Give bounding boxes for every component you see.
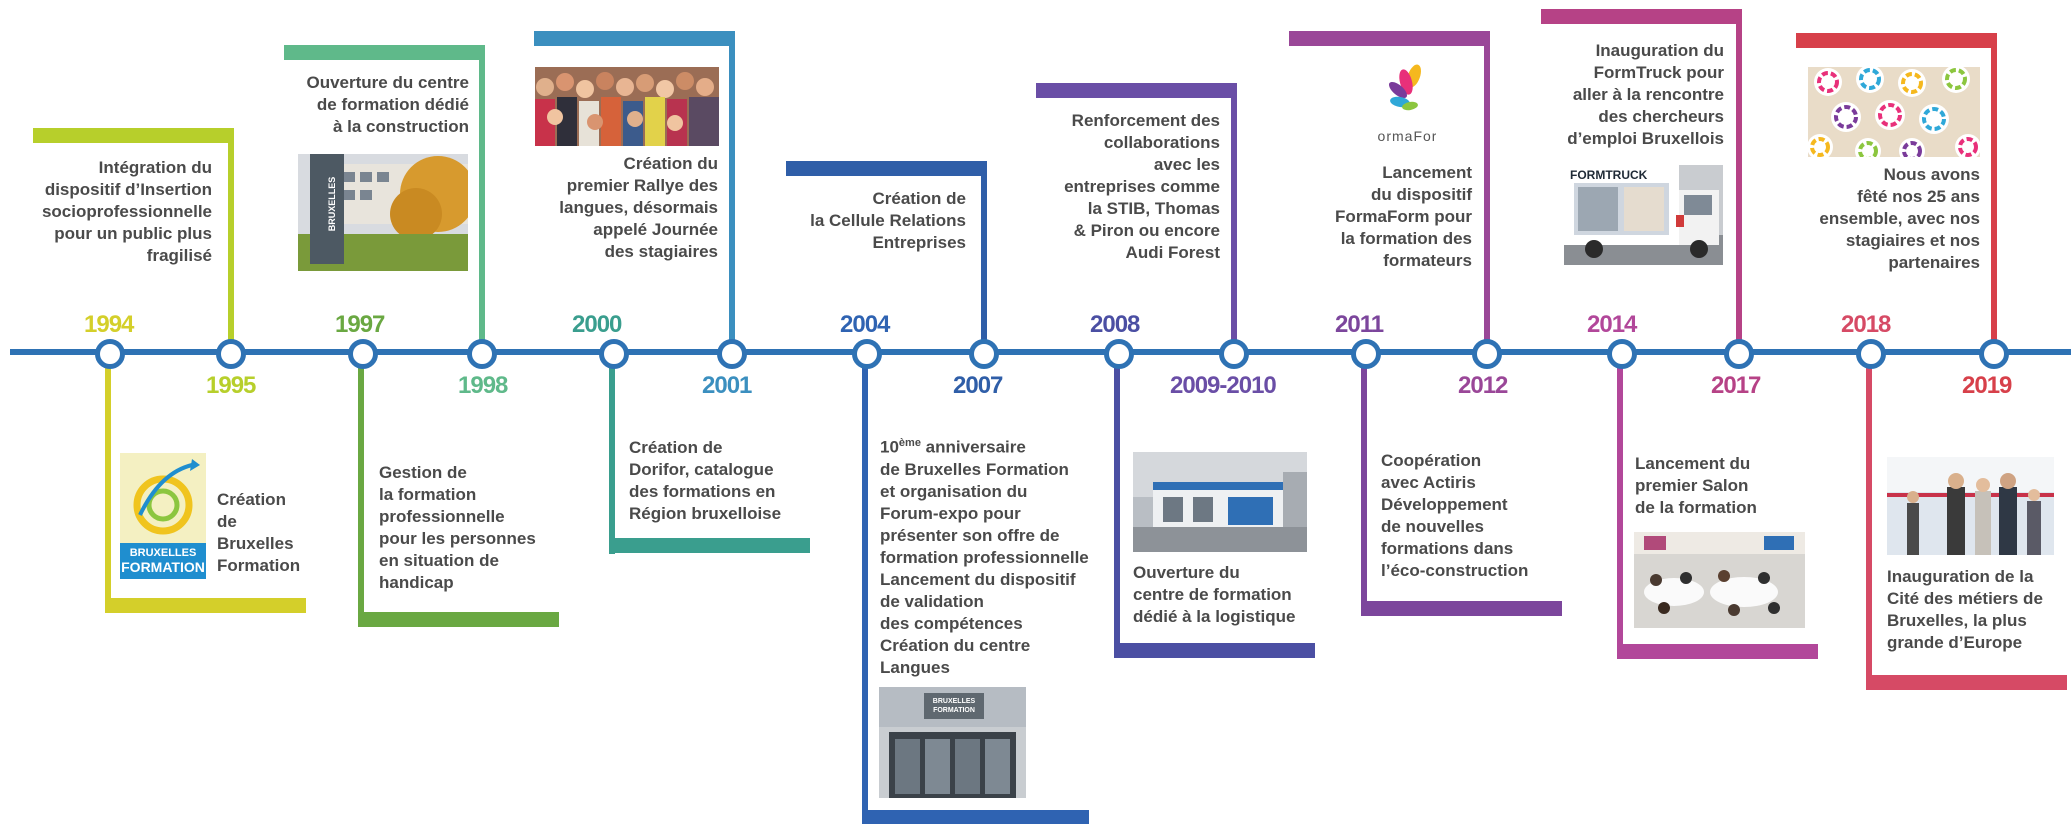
langues-center-photo: BRUXELLES FORMATION [879, 687, 1026, 798]
anniversary-badges-photo [1808, 67, 1980, 157]
timeline-dot-2009 [1219, 339, 1249, 369]
caption-1995: Intégration du dispositif d’Insertion so… [41, 158, 212, 265]
logistics-center-photo [1133, 452, 1307, 552]
bracket-1997 [358, 356, 364, 627]
caption-2008: Renforcement des collaborations avec les… [1064, 111, 1220, 262]
cite-des-metiers-photo [1887, 457, 2054, 555]
caption-2018: Nous avons fêté nos 25 ans ensemble, ave… [1819, 165, 1980, 272]
year-2014: 2014 [1587, 311, 1637, 338]
caption-2009-2010: Ouverture du centre de formation dédié à… [1133, 563, 1296, 626]
year-2001: 2001 [702, 372, 752, 399]
year-2008: 2008 [1090, 311, 1140, 338]
caption-2012: Coopération avec Actiris Développement d… [1381, 451, 1529, 580]
year-2009-2010: 2009-2010 [1170, 372, 1277, 399]
caption-2017: Inauguration du FormTruck pour aller à l… [1567, 41, 1724, 148]
bracket-2014 [1617, 356, 1623, 659]
year-2000: 2000 [572, 311, 622, 338]
year-1998: 1998 [458, 372, 508, 399]
bracket-1995 [228, 128, 234, 340]
year-1994: 1994 [84, 311, 134, 338]
bracket-2017 [1736, 9, 1742, 340]
formtruck-photo: FORMTRUCK [1564, 165, 1723, 265]
timeline-dot-2019 [1979, 339, 2009, 369]
year-2019: 2019 [1962, 372, 2012, 399]
timeline-dot-2014 [1607, 339, 1637, 369]
timeline-dot-1994 [95, 339, 125, 369]
timeline-dot-1995 [216, 339, 246, 369]
year-2004: 2004 [840, 311, 890, 338]
formaform-logo: FormaForm [1376, 62, 1436, 144]
bracket-2012 [1484, 31, 1490, 340]
caption-2011: Lancement du dispositif FormaForm pour l… [1335, 163, 1472, 270]
timeline-dot-2004 [852, 339, 882, 369]
caption-1994: Création de Bruxelles Formation [217, 490, 301, 575]
timeline-dot-2008 [1104, 339, 1134, 369]
bracket-1994 [105, 356, 111, 609]
caption-2000: Création de Dorifor, catalogue des forma… [629, 438, 782, 523]
bruxelles-formation-logo: BRUXELLES FORMATION [120, 453, 206, 579]
timeline-dot-2017 [1724, 339, 1754, 369]
bracket-2011 [1361, 356, 1367, 616]
bracket-2008 [1114, 356, 1120, 658]
rallye-crowd-photo [535, 67, 719, 146]
bracket-2001 [729, 31, 735, 340]
timeline-dot-2007 [969, 339, 999, 369]
year-1995: 1995 [206, 372, 256, 399]
timeline-dot-2011 [1351, 339, 1381, 369]
caption-2019: Inauguration de la Cité des métiers de B… [1887, 567, 2043, 652]
year-2012: 2012 [1458, 372, 1508, 399]
bracket-1998 [479, 45, 485, 340]
bracket-2000 [609, 356, 615, 554]
timeline-dot-1998 [467, 339, 497, 369]
bracket-2019 [1991, 33, 1997, 340]
caption-2004: Création de la Cellule Relations Entrepr… [810, 189, 966, 252]
caption-1998: Ouverture du centre de formation dédié à… [306, 73, 470, 136]
year-2011: 2011 [1335, 311, 1384, 338]
bracket-2007 [981, 161, 987, 340]
timeline-dot-2012 [1472, 339, 1502, 369]
timeline-dot-1997 [348, 339, 378, 369]
year-2007: 2007 [953, 372, 1003, 399]
timeline-dot-2000 [599, 339, 629, 369]
year-2018: 2018 [1841, 311, 1891, 338]
bracket-2018 [1866, 356, 1872, 690]
year-2017: 2017 [1711, 372, 1761, 399]
year-1997: 1997 [335, 311, 385, 338]
salon-formation-photo [1634, 532, 1805, 628]
timeline-dot-2001 [717, 339, 747, 369]
caption-1997: Gestion de la formation professionnelle … [379, 463, 536, 592]
timeline-axis [10, 349, 2071, 355]
construction-center-photo: BRUXELLES [298, 154, 468, 271]
caption-2014: Lancement du premier Salon de la formati… [1635, 454, 1757, 517]
bracket-2009 [1231, 83, 1237, 340]
caption-2001: Création du premier Rallye des langues, … [559, 154, 718, 261]
timeline-dot-2018 [1856, 339, 1886, 369]
caption-2007: 10ème anniversaire de Bruxelles Formatio… [880, 437, 1089, 677]
bracket-2004 [862, 356, 868, 824]
